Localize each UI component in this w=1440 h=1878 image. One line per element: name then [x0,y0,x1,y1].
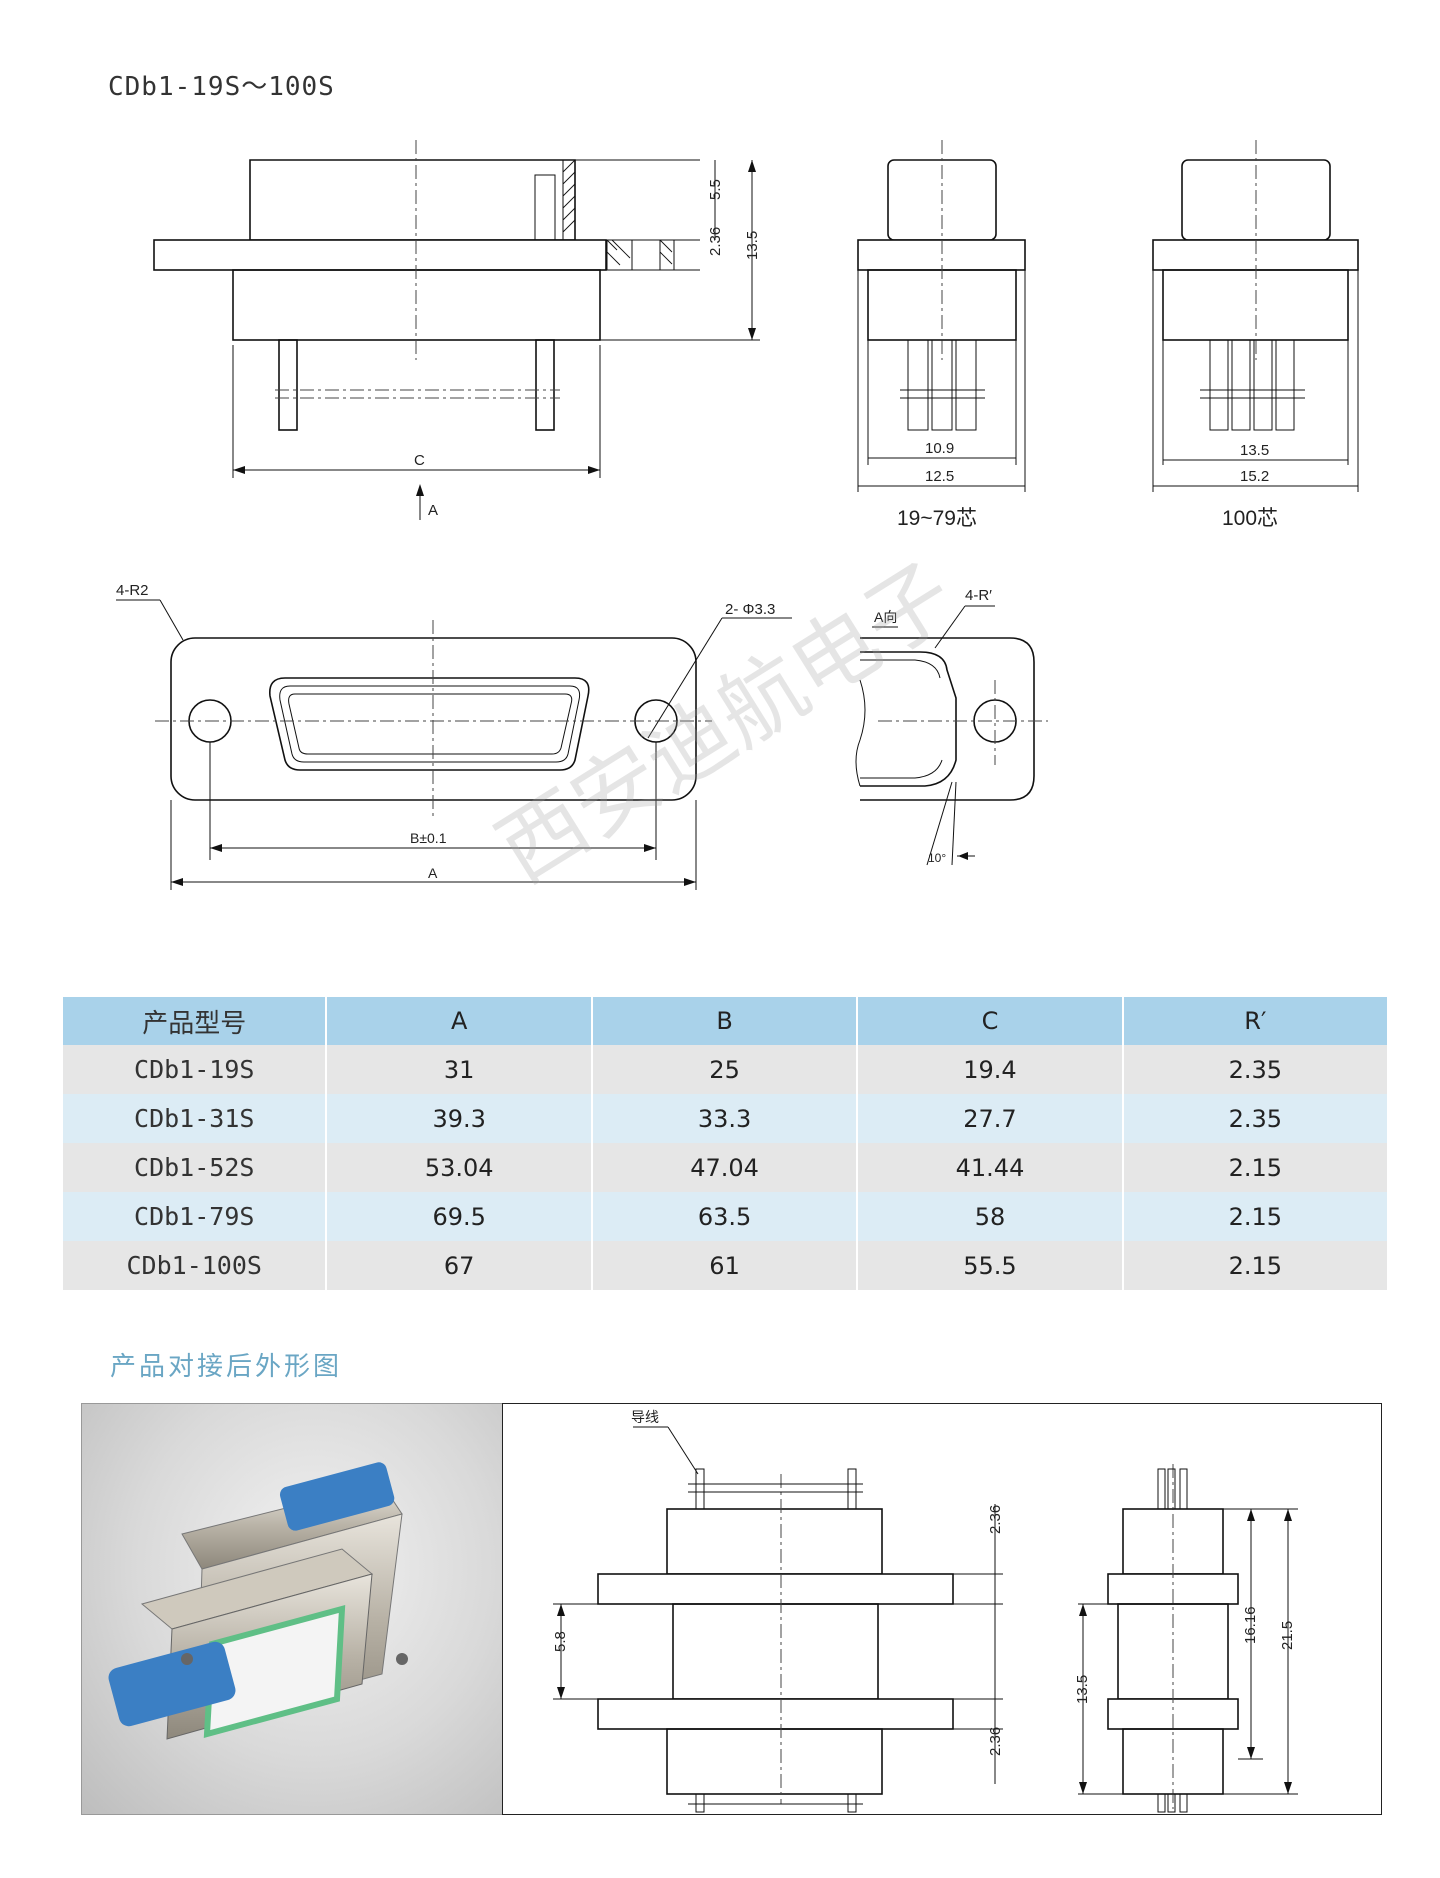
mid-drawings: 4-R2 2- Φ3.3 B±0.1 A A向 4-R′ 10° [116,582,1048,890]
caption-100: 100芯 [1222,507,1278,530]
dim-10-9: 10.9 [925,440,954,457]
dim-2-36: 2.36 [707,227,724,256]
cell-r: 2.15 [1122,1241,1390,1290]
header-b: B [591,997,859,1045]
label-b: B±0.1 [410,830,447,846]
label-hole: 2- Φ3.3 [725,601,775,618]
label-wire: 导线 [631,1409,659,1425]
cell-b: 47.04 [591,1143,859,1192]
label-4-r-prime: 4-R′ [965,587,992,604]
cell-r: 2.35 [1122,1045,1390,1094]
table-row: CDb1-52S 53.04 47.04 41.44 2.15 [63,1143,1390,1192]
mated-side-view [553,1426,1003,1813]
label-a-view: A向 [874,609,897,625]
cell-r: 2.15 [1122,1143,1390,1192]
dim-c: C [414,452,425,469]
side-view-drawing [153,140,760,520]
table-row: CDb1-100S 67 61 55.5 2.15 [63,1241,1390,1290]
dim-5-8: 5.8 [552,1631,569,1652]
cell-a: 31 [326,1045,593,1094]
connector-illustration [108,1462,408,1740]
mated-drawing-frame: 导线 2.36 5.8 2.36 [502,1403,1382,1815]
section-subtitle: 产品对接后外形图 [110,1352,343,1382]
cell-model: CDb1-79S [63,1192,328,1241]
header-model: 产品型号 [63,997,328,1045]
table-row: CDb1-79S 69.5 63.5 58 2.15 [63,1192,1390,1241]
cell-model: CDb1-19S [63,1045,328,1094]
cell-r: 2.35 [1122,1094,1390,1143]
cell-b: 61 [591,1241,859,1290]
cell-a: 67 [326,1241,593,1290]
cell-a: 39.3 [326,1094,593,1143]
cell-b: 33.3 [591,1094,859,1143]
end-view-100 [1152,140,1359,492]
dim-16-16: 16.16 [1242,1606,1259,1644]
header-c: C [857,997,1124,1045]
dim-13-5-b: 13.5 [1240,442,1269,459]
dim-13-5-mated: 13.5 [1074,1675,1091,1704]
cell-a: 69.5 [326,1192,593,1241]
cell-c: 19.4 [857,1045,1124,1094]
end-view-19-79 [857,140,1026,492]
label-a: A [428,865,438,881]
header-r: R′ [1122,997,1390,1045]
label-4-r2: 4-R2 [116,582,149,599]
cell-model: CDb1-31S [63,1094,328,1143]
cell-model: CDb1-100S [63,1241,328,1290]
top-drawings: 5.5 2.36 13.5 C A 10.9 12.5 19~79芯 [153,140,1359,530]
dim-15-2: 15.2 [1240,468,1269,485]
dim-12-5: 12.5 [925,468,954,485]
page-title: CDb1-19S～100S [108,72,335,102]
label-10-deg: 10° [928,851,946,865]
product-photo [81,1403,504,1815]
caption-19-79: 19~79芯 [897,507,977,530]
spec-table: 产品型号 A B C R′ CDb1-19S 31 25 19.4 2.35 C… [63,997,1390,1290]
dim-a-arrow: A [428,502,438,519]
dim-2-36-bot: 2.36 [987,1727,1004,1756]
dim-21-5: 21.5 [1279,1621,1296,1650]
header-a: A [326,997,593,1045]
table-row: CDb1-19S 31 25 19.4 2.35 [63,1045,1390,1094]
cell-c: 41.44 [857,1143,1124,1192]
cell-b: 63.5 [591,1192,859,1241]
cell-c: 27.7 [857,1094,1124,1143]
table-row: CDb1-31S 39.3 33.3 27.7 2.35 [63,1094,1390,1143]
cell-b: 25 [591,1045,859,1094]
cell-c: 55.5 [857,1241,1124,1290]
a-view-drawing [855,605,1048,866]
mated-end-view [1078,1464,1298,1813]
table-header-row: 产品型号 A B C R′ [63,997,1390,1045]
front-view-drawing [116,599,792,890]
dim-5-5: 5.5 [707,179,724,200]
cell-r: 2.15 [1122,1192,1390,1241]
dim-2-36-top: 2.36 [987,1505,1004,1534]
cell-a: 53.04 [326,1143,593,1192]
cell-c: 58 [857,1192,1124,1241]
cell-model: CDb1-52S [63,1143,328,1192]
dim-13-5: 13.5 [744,231,761,260]
mated-drawing: 导线 2.36 5.8 2.36 [552,1409,1298,1813]
